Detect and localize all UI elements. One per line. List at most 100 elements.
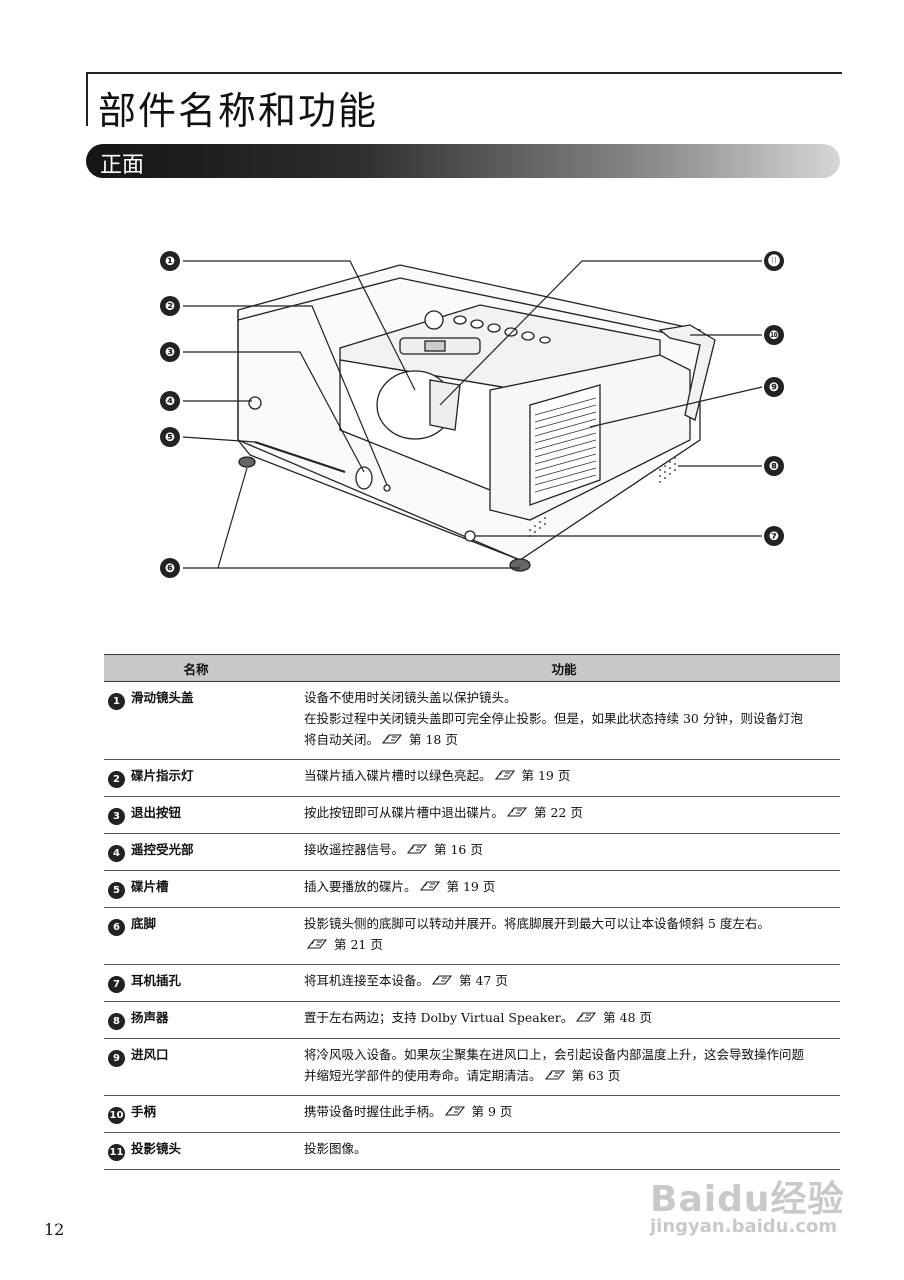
function-line: 接收遥控器信号。 第 16 页	[304, 842, 483, 858]
part-name: 底脚	[131, 916, 157, 931]
part-number-badge: 7	[108, 976, 125, 993]
part-function-cell: 将耳机连接至本设备。 第 47 页	[288, 964, 840, 1002]
pointing-hand-icon[interactable]	[381, 733, 403, 748]
page-title: 部件名称和功能	[98, 89, 379, 133]
pointing-hand-icon[interactable]	[494, 769, 516, 784]
label-10: ❿	[764, 325, 784, 345]
function-line: 置于左右两边；支持 Dolby Virtual Speaker。 第 48 页	[304, 1010, 653, 1026]
part-number-badge: 8	[108, 1013, 125, 1030]
function-line: 插入要播放的碟片。 第 19 页	[304, 879, 496, 895]
part-function-cell: 投影图像。	[288, 1132, 840, 1170]
disc-indicator	[383, 484, 391, 492]
pointing-hand-icon[interactable]	[419, 880, 441, 895]
table-row: 4 遥控受光部 接收遥控器信号。 第 16 页	[104, 833, 840, 871]
part-name-cell: 7 耳机插孔	[104, 964, 288, 1002]
part-name: 遥控受光部	[131, 842, 194, 857]
projector-figure: ❶ ❷ ❸ ❹ ❺ ❻ ❼ ❽ ❾ ❿ ⓫	[0, 220, 904, 600]
eject-button	[355, 466, 373, 490]
function-line: 将自动关闭。 第 18 页	[304, 732, 458, 748]
watermark-brand: Baidu经验	[650, 1179, 845, 1220]
part-function-cell: 接收遥控器信号。 第 16 页	[288, 833, 840, 871]
section-title: 正面	[100, 153, 145, 178]
label-4: ❹	[160, 391, 180, 411]
label-1: ❶	[160, 251, 180, 271]
foot-right	[509, 558, 531, 572]
part-name-cell: 6 底脚	[104, 907, 288, 965]
table-row: 6 底脚 投影镜头侧的底脚可以转动并展开。将底脚展开到最大可以让本设备倾斜 5 度左…	[104, 907, 840, 965]
label-7: ❼	[764, 526, 784, 546]
function-line: 携带设备时握住此手柄。 第 9 页	[304, 1104, 513, 1120]
parts-table-body: 1 滑动镜头盖 设备不使用时关闭镜头盖以保护镜头。在投影过程中关闭镜头盖即可完全停止…	[104, 681, 840, 1170]
part-function-cell: 当碟片插入碟片槽时以绿色亮起。 第 19 页	[288, 759, 840, 797]
vent-grille	[529, 384, 601, 506]
handle	[658, 324, 716, 421]
part-number-badge: 1	[108, 693, 125, 710]
table-row: 10 手柄 携带设备时握住此手柄。 第 9 页	[104, 1095, 840, 1133]
function-line: 投影镜头侧的底脚可以转动并展开。将底脚展开到最大可以让本设备倾斜 5 度左右。	[304, 916, 770, 931]
function-line: 将耳机连接至本设备。 第 47 页	[304, 973, 508, 989]
table-header-row: 名称 功能	[104, 654, 840, 682]
label-2: ❷	[160, 296, 180, 316]
label-5: ❺	[160, 427, 180, 447]
label-11: ⓫	[764, 251, 784, 271]
section-header: 正面	[86, 144, 840, 178]
part-name-cell: 2 碟片指示灯	[104, 759, 288, 797]
part-name: 耳机插孔	[131, 973, 182, 988]
part-function-cell: 插入要播放的碟片。 第 19 页	[288, 870, 840, 908]
label-3: ❸	[160, 342, 180, 362]
part-name: 滑动镜头盖	[131, 690, 194, 705]
part-name-cell: 4 遥控受光部	[104, 833, 288, 871]
remote-receiver	[248, 396, 262, 410]
headphone-jack	[464, 530, 476, 542]
part-number-badge: 6	[108, 919, 125, 936]
header-name: 名称	[104, 654, 288, 682]
part-name-cell: 10 手柄	[104, 1095, 288, 1133]
part-function-cell: 设备不使用时关闭镜头盖以保护镜头。在投影过程中关闭镜头盖即可完全停止投影。但是，…	[288, 681, 840, 760]
title-frame: 部件名称和功能	[86, 72, 842, 133]
part-function-cell: 将冷风吸入设备。如果灰尘聚集在进风口上，会引起设备内部温度上升，这会导致操作问题…	[288, 1038, 840, 1096]
table-row: 8 扬声器 置于左右两边；支持 Dolby Virtual Speaker。 第 4…	[104, 1001, 840, 1039]
part-number-badge: 4	[108, 845, 125, 862]
part-name: 退出按钮	[131, 805, 182, 820]
table-row: 7 耳机插孔 将耳机连接至本设备。 第 47 页	[104, 964, 840, 1002]
part-number-badge: 11	[108, 1144, 125, 1161]
projector-illustration	[182, 260, 763, 572]
header-function: 功能	[288, 654, 840, 682]
part-number-badge: 5	[108, 882, 125, 899]
part-function-cell: 置于左右两边；支持 Dolby Virtual Speaker。 第 48 页	[288, 1001, 840, 1039]
function-line: 在投影过程中关闭镜头盖即可完全停止投影。但是，如果此状态持续 30 分钟，则设备…	[304, 711, 803, 726]
page-number: 12	[44, 1220, 65, 1239]
function-line: 当碟片插入碟片槽时以绿色亮起。 第 19 页	[304, 768, 571, 784]
function-line: 按此按钮即可从碟片槽中退出碟片。 第 22 页	[304, 805, 583, 821]
part-name: 手柄	[131, 1104, 157, 1119]
function-line: 第 21 页	[304, 934, 836, 956]
part-number-badge: 10	[108, 1107, 125, 1124]
part-number-badge: 2	[108, 771, 125, 788]
pointing-hand-icon[interactable]	[544, 1069, 566, 1084]
pointing-hand-icon[interactable]	[406, 843, 428, 858]
disc-slot	[254, 441, 346, 473]
part-name: 碟片指示灯	[131, 768, 194, 783]
part-function-cell: 携带设备时握住此手柄。 第 9 页	[288, 1095, 840, 1133]
function-line: 投影图像。	[304, 1141, 367, 1156]
pointing-hand-icon[interactable]	[506, 806, 528, 821]
parts-table: 名称 功能 1 滑动镜头盖 设备不使用时关闭镜头盖以保护镜头。在投影过程中关闭镜头盖…	[104, 654, 840, 1170]
function-line: 将冷风吸入设备。如果灰尘聚集在进风口上，会引起设备内部温度上升，这会导致操作问题	[304, 1047, 805, 1062]
part-number-badge: 3	[108, 808, 125, 825]
baidu-watermark: Baidu经验 jingyan.baidu.com	[640, 1150, 860, 1250]
part-name-cell: 8 扬声器	[104, 1001, 288, 1039]
label-9: ❾	[764, 377, 784, 397]
part-name-cell: 3 退出按钮	[104, 796, 288, 834]
pointing-hand-icon[interactable]	[306, 938, 328, 953]
part-name: 扬声器	[131, 1010, 169, 1025]
pointing-hand-icon[interactable]	[575, 1011, 597, 1026]
pointing-hand-icon[interactable]	[431, 974, 453, 989]
pointing-hand-icon[interactable]	[444, 1105, 466, 1120]
part-function-cell: 投影镜头侧的底脚可以转动并展开。将底脚展开到最大可以让本设备倾斜 5 度左右。 …	[288, 907, 840, 965]
table-row: 1 滑动镜头盖 设备不使用时关闭镜头盖以保护镜头。在投影过程中关闭镜头盖即可完全停止…	[104, 681, 840, 760]
